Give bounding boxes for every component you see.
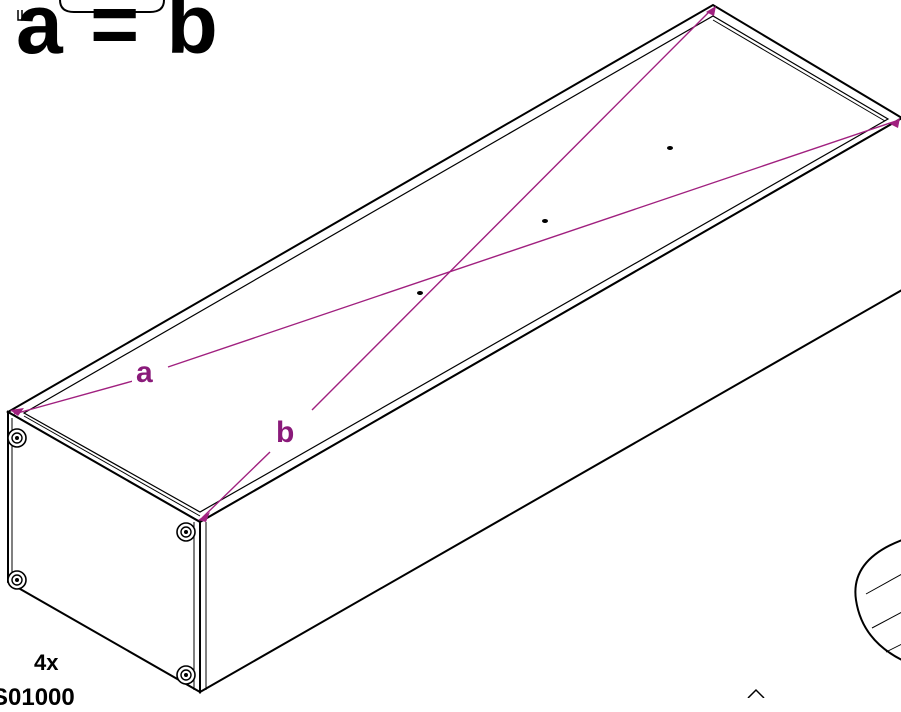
- cam-lock-icon: [7, 570, 27, 590]
- corner-marker-icon: [890, 118, 900, 128]
- diagonal-a-line: [167, 120, 897, 368]
- cam-lock-icon: [176, 522, 196, 542]
- diagonal-b-line: [201, 451, 271, 519]
- small-bracket-icon: [17, 10, 23, 21]
- equation-right: b: [166, 0, 220, 71]
- detail-callout: [854, 539, 901, 661]
- pin-hole: [667, 146, 673, 150]
- pin-hole: [417, 291, 423, 295]
- diagonal-a-label: a: [132, 358, 157, 388]
- diagonal-a-line: [13, 380, 134, 415]
- cam-lock-icon: [176, 665, 196, 685]
- pin-hole: [542, 219, 548, 223]
- arrow-mark-icon: [747, 688, 765, 698]
- cam-lock-icon: [7, 428, 27, 448]
- top-face-inner-rim: [22, 15, 890, 513]
- hardware-quantity: 4x: [34, 650, 59, 675]
- equation-title: a = b: [16, 0, 220, 66]
- corner-marker-icon: [10, 408, 24, 416]
- callout-bubble-icon: [59, 0, 165, 13]
- equation-left: a: [16, 0, 65, 71]
- corner-marker-icon: [198, 512, 210, 522]
- hardware-part-number: S01000: [0, 684, 75, 711]
- corner-marker-icon: [706, 6, 716, 16]
- equation-sign: =: [90, 0, 142, 71]
- side-face: [199, 117, 901, 694]
- diagonal-b-line: [311, 10, 711, 411]
- diagonal-b-label: b: [272, 418, 299, 448]
